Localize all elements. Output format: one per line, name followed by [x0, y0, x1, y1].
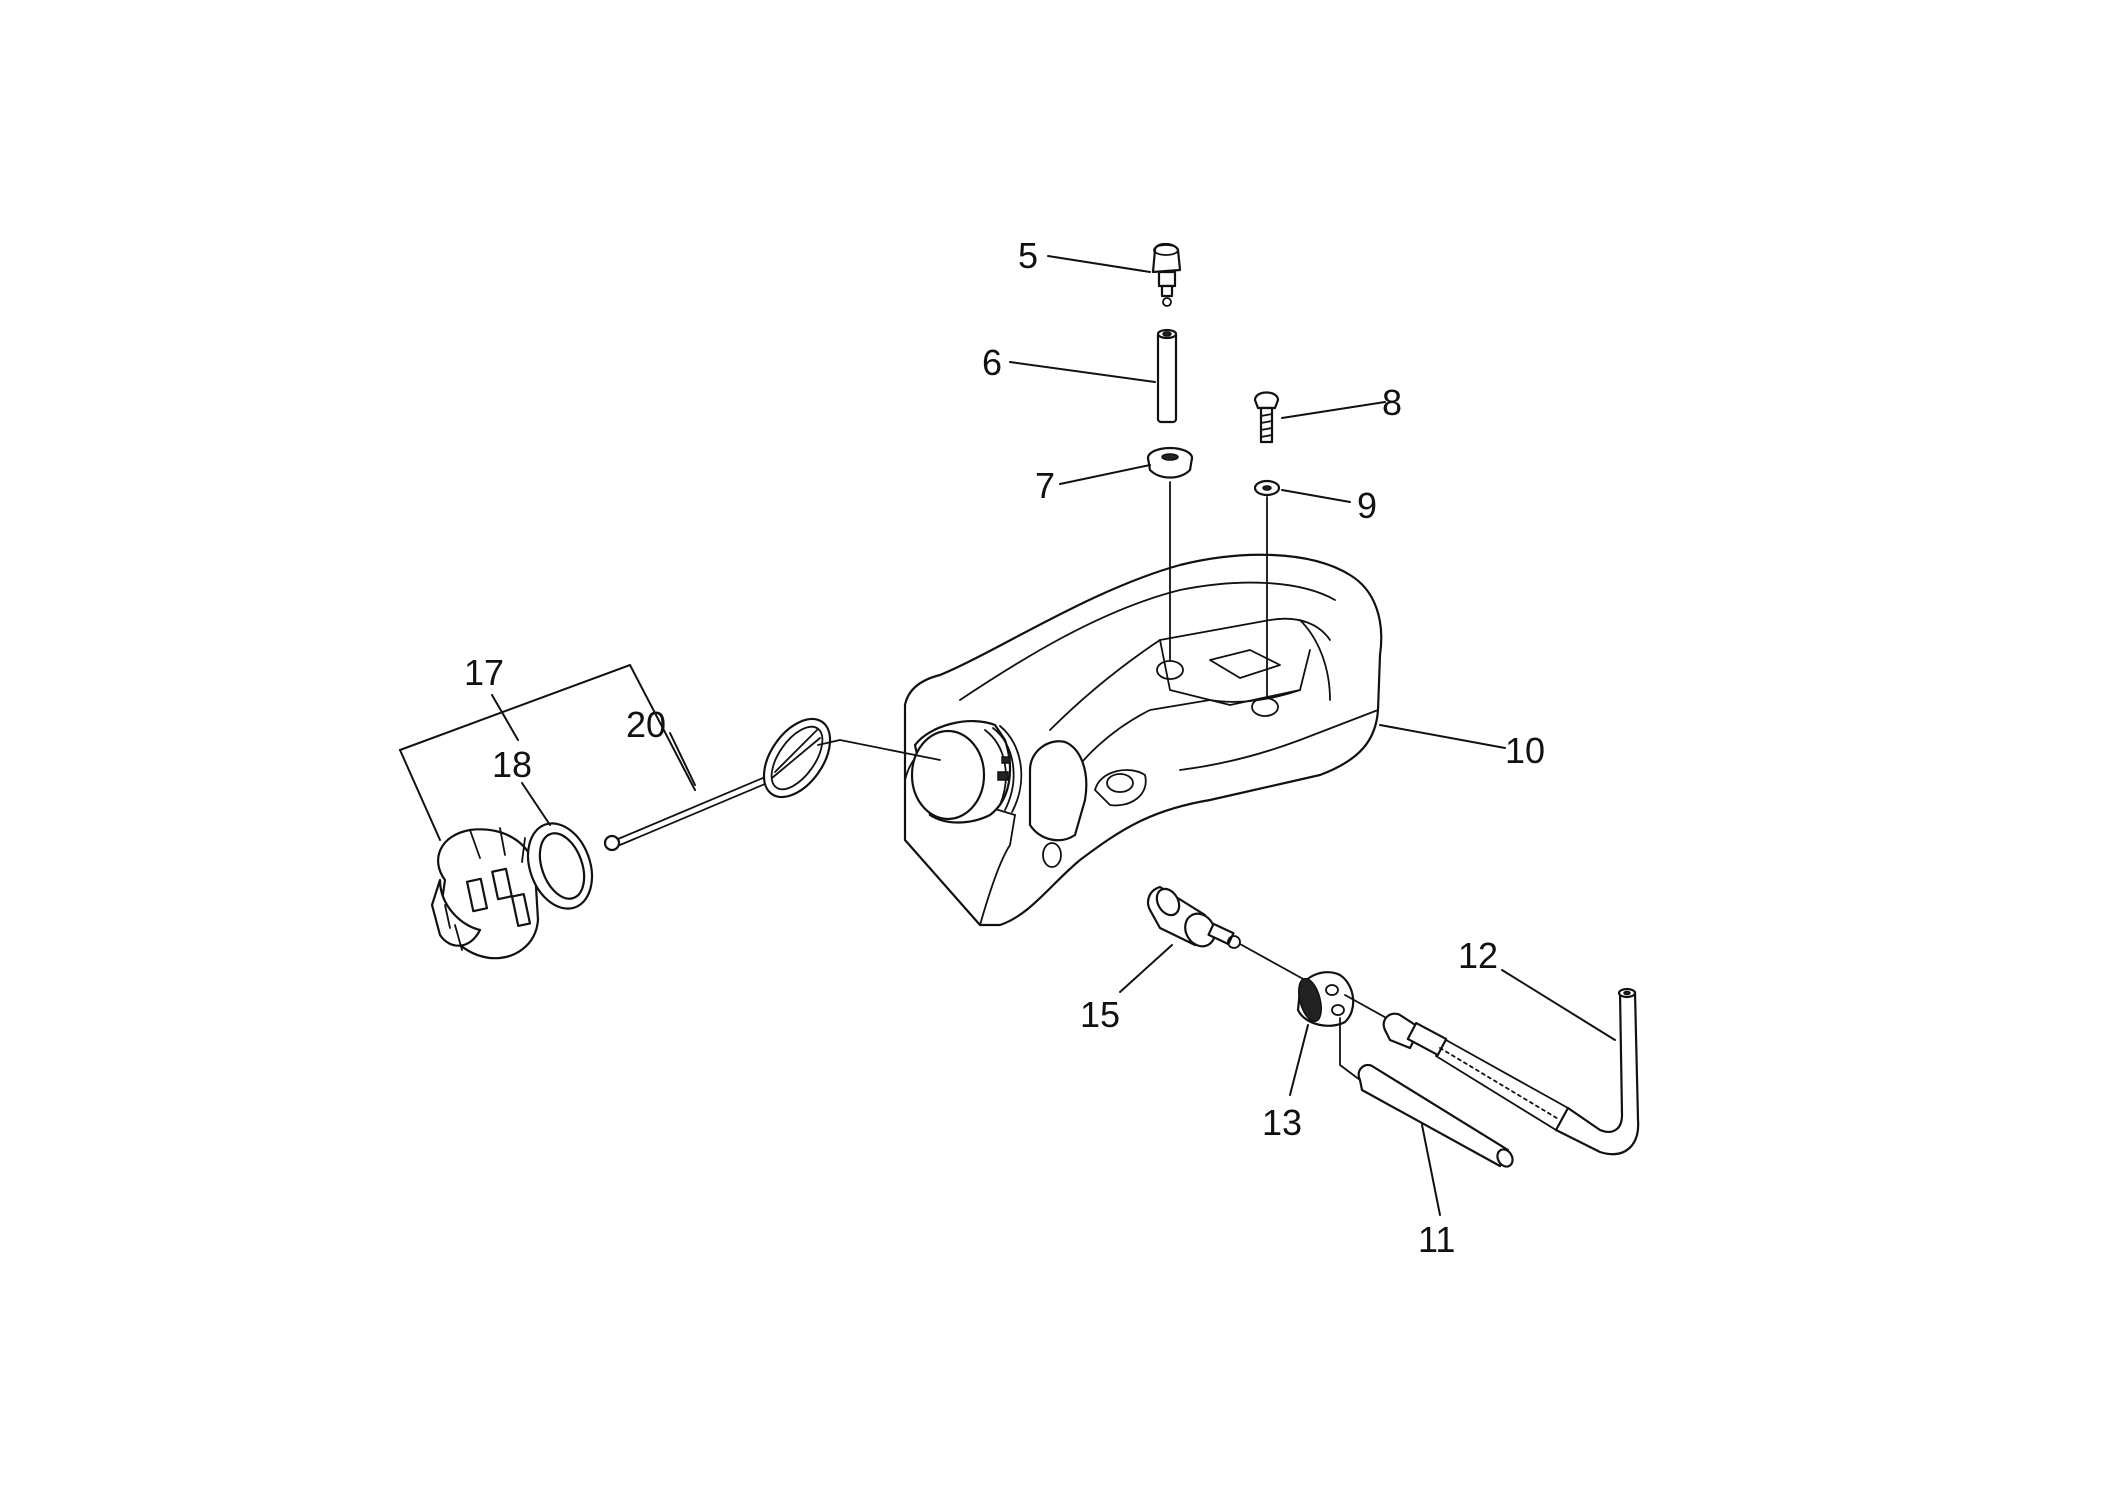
leader-13 [1289, 1024, 1309, 1096]
leader-11 [1421, 1124, 1441, 1216]
screw [1253, 391, 1280, 444]
callout-5: 5 [1018, 235, 1038, 276]
cap-gasket [526, 822, 594, 910]
leader-6 [1009, 361, 1156, 383]
washer [1253, 479, 1281, 497]
leader-15 [1119, 944, 1173, 993]
callout-20: 20 [626, 704, 666, 745]
fuel-strainer [603, 717, 941, 852]
callout-15: 15 [1080, 994, 1120, 1035]
leader-10 [1379, 724, 1506, 749]
leader-9 [1281, 489, 1351, 503]
callout-9: 9 [1357, 485, 1377, 526]
vent-tube [1156, 328, 1178, 424]
leader-8 [1281, 401, 1386, 419]
callout-8: 8 [1382, 382, 1402, 423]
fuel-line-grommet [1296, 971, 1391, 1081]
leader-20 [669, 732, 696, 786]
fuel-hose-long [1382, 987, 1640, 1156]
callout-17: 17 [464, 652, 504, 693]
callout-7: 7 [1035, 465, 1055, 506]
vent-plug [1151, 242, 1182, 307]
fuel-cap [430, 827, 540, 960]
leader-18 [521, 782, 551, 826]
callout-6: 6 [982, 342, 1002, 383]
grommet [1146, 446, 1194, 479]
callout-11: 11 [1418, 1219, 1455, 1260]
leader-17 [491, 694, 519, 741]
callout-18: 18 [492, 744, 532, 785]
fuel-filter [1146, 885, 1306, 981]
leader-5 [1047, 255, 1151, 273]
callout-12: 12 [1458, 935, 1498, 976]
callout-13: 13 [1262, 1102, 1302, 1143]
callout-10: 10 [1505, 730, 1545, 771]
fuel-tank [903, 553, 1383, 927]
leader-7 [1059, 464, 1151, 485]
fuel-hose-short [1357, 1063, 1514, 1168]
leader-12 [1501, 969, 1616, 1041]
group-bracket-17-20 [398, 663, 696, 841]
